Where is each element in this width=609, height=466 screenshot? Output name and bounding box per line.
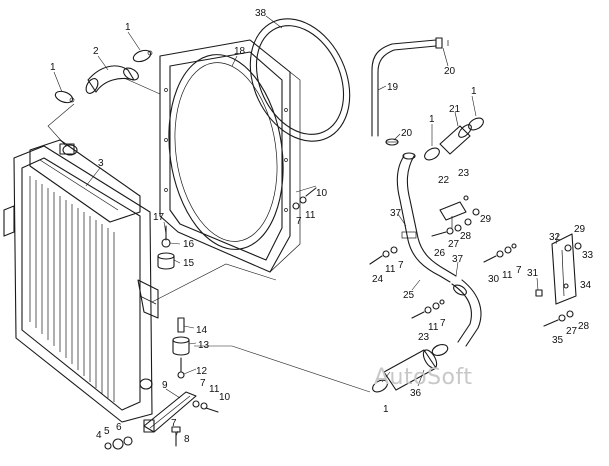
steam-pipe: [371, 37, 449, 137]
lower-mount-damper: [172, 317, 190, 379]
clamp-21-left: [424, 147, 440, 161]
callout-9: 9: [162, 380, 168, 391]
callout-10: 10: [219, 392, 231, 403]
callout-31: 31: [527, 268, 539, 279]
callout-labels: 1 2 1 3 18 38 19 20 20 21 1 1 22 23 10 1…: [50, 8, 594, 445]
callout-13: 13: [198, 340, 210, 351]
watermark: AutoSoft: [374, 365, 473, 390]
callout-22: 22: [438, 175, 450, 186]
lower-bracket: [143, 391, 197, 433]
callout-7: 7: [171, 418, 177, 429]
callout-20: 20: [401, 128, 413, 139]
callout-1: 1: [429, 114, 435, 125]
callout-8: 8: [184, 434, 190, 445]
pipe-bolts-26: [431, 195, 480, 237]
callout-11: 11: [305, 210, 316, 221]
radiator: [3, 139, 159, 423]
callout-1: 1: [50, 62, 56, 73]
callout-32: 32: [549, 232, 561, 243]
callout-17: 17: [153, 212, 165, 223]
callout-28: 28: [578, 321, 590, 332]
upper-hose-2: [85, 65, 139, 94]
callout-23: 23: [458, 168, 470, 179]
callout-26: 26: [434, 248, 446, 259]
coolant-pipe-25: [396, 152, 457, 283]
bracket-32: [551, 233, 582, 305]
callout-1: 1: [383, 404, 389, 415]
callout-10: 10: [316, 188, 328, 199]
callout-28: 28: [460, 231, 472, 242]
pipe-bracket-22: [439, 201, 467, 228]
callout-38: 38: [255, 8, 267, 19]
callout-11: 11: [209, 384, 220, 395]
callout-25: 25: [403, 290, 415, 301]
callout-27: 27: [566, 326, 578, 337]
fan-shroud: [159, 39, 301, 273]
callout-33: 33: [582, 250, 594, 261]
center-fasteners: [411, 299, 445, 319]
lower-pipe: [431, 279, 482, 356]
callout-7: 7: [296, 216, 302, 227]
callout-3: 3: [98, 158, 104, 169]
callout-12: 12: [196, 366, 208, 377]
callout-20: 20: [444, 66, 456, 77]
callout-36: 36: [410, 388, 422, 399]
callout-35: 35: [552, 335, 564, 346]
callout-34: 34: [580, 280, 592, 291]
shroud-fasteners: [292, 187, 317, 210]
shroud-seal-ring: [249, 18, 351, 142]
callout-29: 29: [480, 214, 492, 225]
callout-11: 11: [385, 264, 396, 275]
right-fasteners: [483, 243, 574, 327]
callout-2: 2: [93, 46, 99, 57]
radiator-core: [29, 176, 115, 402]
callout-23: 23: [418, 332, 430, 343]
callout-27: 27: [448, 239, 460, 250]
callout-21: 21: [449, 104, 461, 115]
callout-30: 30: [488, 274, 500, 285]
callout-11: 11: [502, 270, 513, 281]
callout-6: 6: [116, 422, 122, 433]
callout-4: 4: [96, 430, 102, 441]
clamp-21-right: [468, 117, 484, 131]
callout-37: 37: [452, 254, 464, 265]
callout-14: 14: [196, 325, 208, 336]
left-bolts-24: [369, 246, 398, 265]
hose-clamp-top: [132, 49, 153, 63]
callout-11: 11: [428, 322, 439, 333]
pipe-small-clamp: [385, 138, 399, 146]
bottom-fasteners: [104, 400, 219, 450]
callout-19: 19: [387, 82, 399, 93]
callout-7: 7: [398, 260, 404, 271]
callout-1: 1: [471, 86, 477, 97]
leader-lines: [47, 15, 559, 437]
callout-37: 37: [390, 208, 402, 219]
callout-29: 29: [574, 224, 586, 235]
callout-7: 7: [440, 318, 446, 329]
hose-clamp-left: [54, 90, 75, 104]
callout-18: 18: [234, 46, 246, 57]
callout-7: 7: [516, 265, 522, 276]
callout-16: 16: [183, 239, 195, 250]
lower-hose-36: [372, 349, 438, 393]
hose-21: [439, 124, 472, 155]
callout-5: 5: [104, 426, 110, 437]
callout-1: 1: [125, 22, 131, 33]
callout-15: 15: [183, 258, 195, 269]
callout-7: 7: [200, 378, 206, 389]
callout-24: 24: [372, 274, 384, 285]
